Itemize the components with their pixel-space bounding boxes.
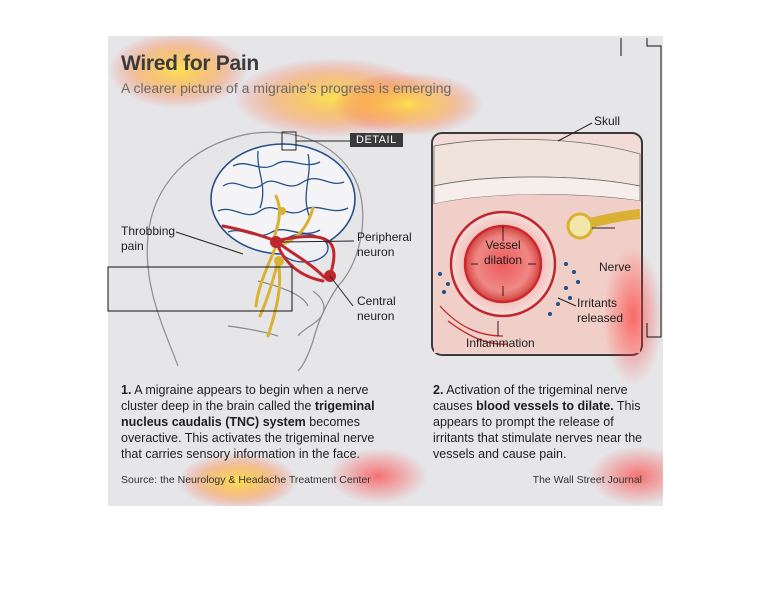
inflammation-label: Inflammation <box>466 336 535 350</box>
caption-bold: trigeminal nucleus caudalis (TNC) system <box>121 399 375 429</box>
label-line: pain <box>121 239 144 253</box>
leader-lines <box>175 131 355 307</box>
label-line: released <box>577 311 624 325</box>
caption-text: This appears to prompt the release of ir… <box>433 399 643 461</box>
skull-label: Skull <box>594 114 621 128</box>
vessel-dilation-label: Vessel dilation <box>478 238 528 268</box>
label-line: neuron <box>357 245 395 259</box>
page-subtitle: A clearer picture of a migraine's progre… <box>121 80 452 96</box>
step-number: 2. <box>433 383 444 397</box>
page-title: Wired for Pain <box>121 52 259 75</box>
infographic-panel: Wired for Pain A clearer picture of a mi… <box>108 36 663 506</box>
label-line: Peripheral <box>357 230 412 244</box>
illustration <box>108 36 663 506</box>
peripheral-neuron-label: Peripheral neuron <box>357 230 412 260</box>
publication-credit: The Wall Street Journal <box>532 474 642 486</box>
source-note: Source: the Neurology & Headache Treatme… <box>121 474 371 486</box>
label-line: Vessel <box>485 238 521 252</box>
irritant-dots <box>438 262 580 316</box>
caption-step-1: 1. A migraine appears to begin when a ne… <box>121 382 386 462</box>
step-number: 1. <box>121 383 132 397</box>
label-line: Irritants <box>577 296 618 310</box>
throbbing-pain-label: Throbbing pain <box>121 224 175 254</box>
label-line: Throbbing <box>121 224 176 238</box>
label-line: dilation <box>483 253 523 267</box>
irritants-label: Irritants released <box>577 296 623 326</box>
heat-overlay <box>108 36 663 506</box>
caption-text: A migraine appears to begin when a nerve… <box>121 383 369 413</box>
caption-bold: blood vessels to dilate. <box>476 399 614 413</box>
caption-text: becomes overactive. This activates the t… <box>121 415 375 461</box>
detail-tag: DETAIL <box>350 133 403 147</box>
label-line: Central <box>357 294 396 308</box>
label-line: neuron <box>357 309 395 323</box>
central-neuron-label: Central neuron <box>357 294 396 324</box>
caption-text: Activation of the trigeminal nerve cause… <box>433 383 628 413</box>
caption-step-2: 2. Activation of the trigeminal nerve ca… <box>433 382 643 462</box>
nerve-label: Nerve <box>599 260 632 274</box>
